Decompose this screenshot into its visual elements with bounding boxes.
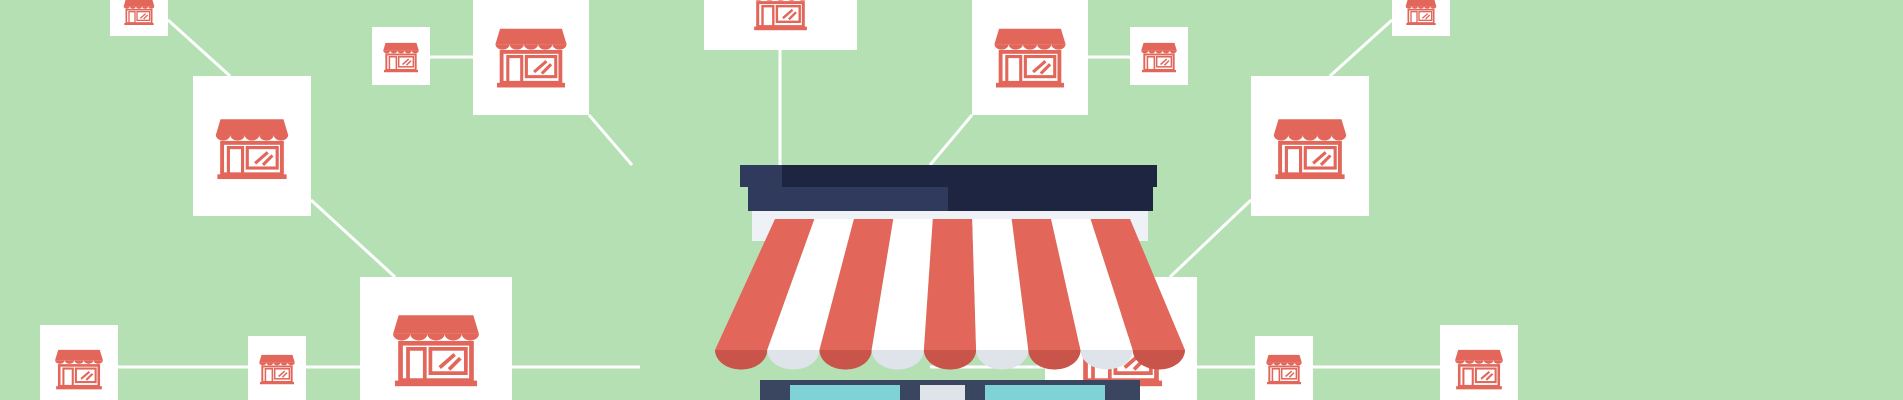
store-icon [393,315,479,387]
connector-line [1168,198,1253,279]
awning-stripe-white [871,219,933,350]
awning-scallop [715,350,768,370]
store-node-card [1440,325,1518,400]
store-node-card [360,277,512,400]
awning-stripe-red [715,219,815,350]
store-icon [215,119,289,180]
store-icon [1141,42,1177,73]
store-icon [383,42,419,73]
store-icon [994,28,1066,88]
store-node-card [110,0,168,36]
awning-stripe-red [819,219,894,350]
store-node-card [1392,0,1450,36]
awning-scallop [1028,350,1081,370]
awning-scallop [976,350,1029,370]
store-node-card [248,336,306,400]
roof [782,165,1157,187]
awning-stripe-white [767,219,854,350]
awning-scallop [1132,350,1185,370]
store-node-card [193,76,311,216]
store-icon [754,0,807,31]
awning-stripe-white [1051,219,1133,350]
store-node-card [704,0,857,50]
connector-lines [118,18,1440,369]
store-icon [495,28,567,88]
store-icon [123,0,155,25]
store-icon [1273,119,1347,180]
awning-scallop [1080,350,1133,370]
store-icon [1405,0,1437,25]
door [920,385,965,400]
store-icon [55,349,103,390]
store-node-card [1130,27,1188,85]
store-icon [1266,354,1302,385]
connector-line [166,18,232,78]
awning-scallop [871,350,924,370]
store-icon [259,354,295,385]
connector-line [587,114,634,166]
central-store [715,165,1185,400]
connector-line [309,198,397,279]
window-left [790,385,900,400]
awning-stripe-red [1090,219,1185,350]
awning-stripe-white [972,219,1029,350]
store-node-card [473,0,589,115]
awning-stripe-red [923,219,977,350]
window-right [985,385,1105,400]
store-node-card [1251,76,1369,216]
store-node-card [1255,336,1313,400]
store-node-card [372,27,430,85]
awning-scallop [767,350,820,370]
card-background [704,0,857,50]
store-icon [1455,349,1503,390]
connector-line [928,114,974,166]
awning-scallop [923,350,977,370]
awning-stripe-red [1011,219,1081,350]
store-node-card [972,0,1088,115]
store-node-card [40,325,118,400]
connector-line [1328,18,1394,78]
awning-scallop [819,350,872,370]
